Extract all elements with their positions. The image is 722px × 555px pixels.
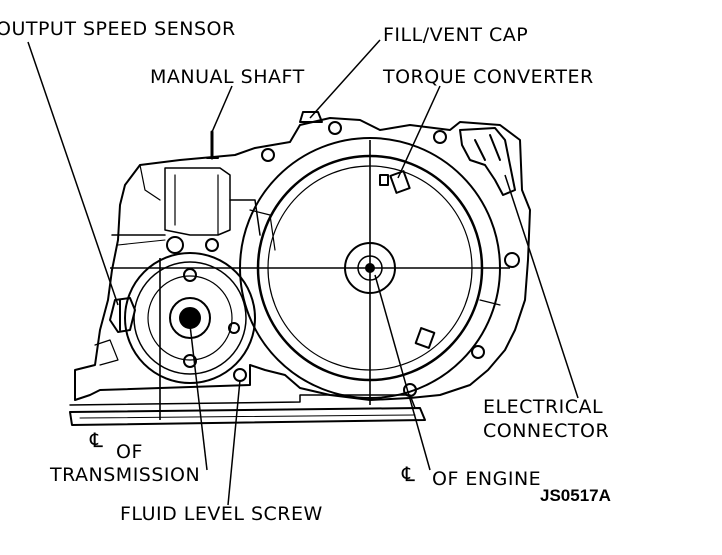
label-torque-converter: TORQUE CONVERTER bbox=[383, 66, 594, 88]
fluid-level-screw bbox=[233, 368, 247, 382]
label-manual-shaft: MANUAL SHAFT bbox=[150, 66, 305, 88]
leader-fluid-level-screw bbox=[227, 379, 241, 506]
label-electrical-connector-line1: ELECTRICAL bbox=[483, 396, 604, 418]
oil-pan-rim bbox=[69, 394, 416, 409]
transmission-side-cover-outer bbox=[124, 252, 256, 384]
leader-output-speed-sensor bbox=[27, 41, 119, 306]
cl-engine-symbol: ℄ bbox=[402, 462, 416, 486]
leader-cl-engine bbox=[374, 274, 431, 471]
label-cl-engine: OF ENGINE bbox=[432, 468, 542, 490]
leader-torque-converter bbox=[397, 85, 441, 179]
label-fluid-level-screw: FLUID LEVEL SCREW bbox=[120, 503, 323, 525]
label-cl-transmission-of: OF bbox=[116, 441, 143, 463]
electrical-connector-body bbox=[459, 127, 516, 196]
leader-electrical-connector bbox=[504, 174, 579, 399]
leader-cl-transmission bbox=[189, 324, 208, 471]
label-cl-transmission-word: TRANSMISSION bbox=[50, 464, 201, 486]
label-fill-vent-cap: FILL/VENT CAP bbox=[383, 24, 529, 46]
output-speed-sensor bbox=[109, 297, 136, 333]
leader-manual-shaft bbox=[211, 85, 233, 133]
leader-fill-vent-cap bbox=[309, 39, 381, 119]
label-electrical-connector-line2: CONNECTOR bbox=[483, 420, 610, 442]
label-output-speed-sensor: OUTPUT SPEED SENSOR bbox=[0, 18, 236, 40]
oil-pan bbox=[69, 407, 426, 426]
figure-code: JS0517A bbox=[540, 486, 611, 505]
transmission-housing bbox=[74, 117, 531, 401]
cl-transmission-symbol: ℄ bbox=[90, 428, 104, 452]
fill-vent-cap bbox=[299, 111, 323, 123]
